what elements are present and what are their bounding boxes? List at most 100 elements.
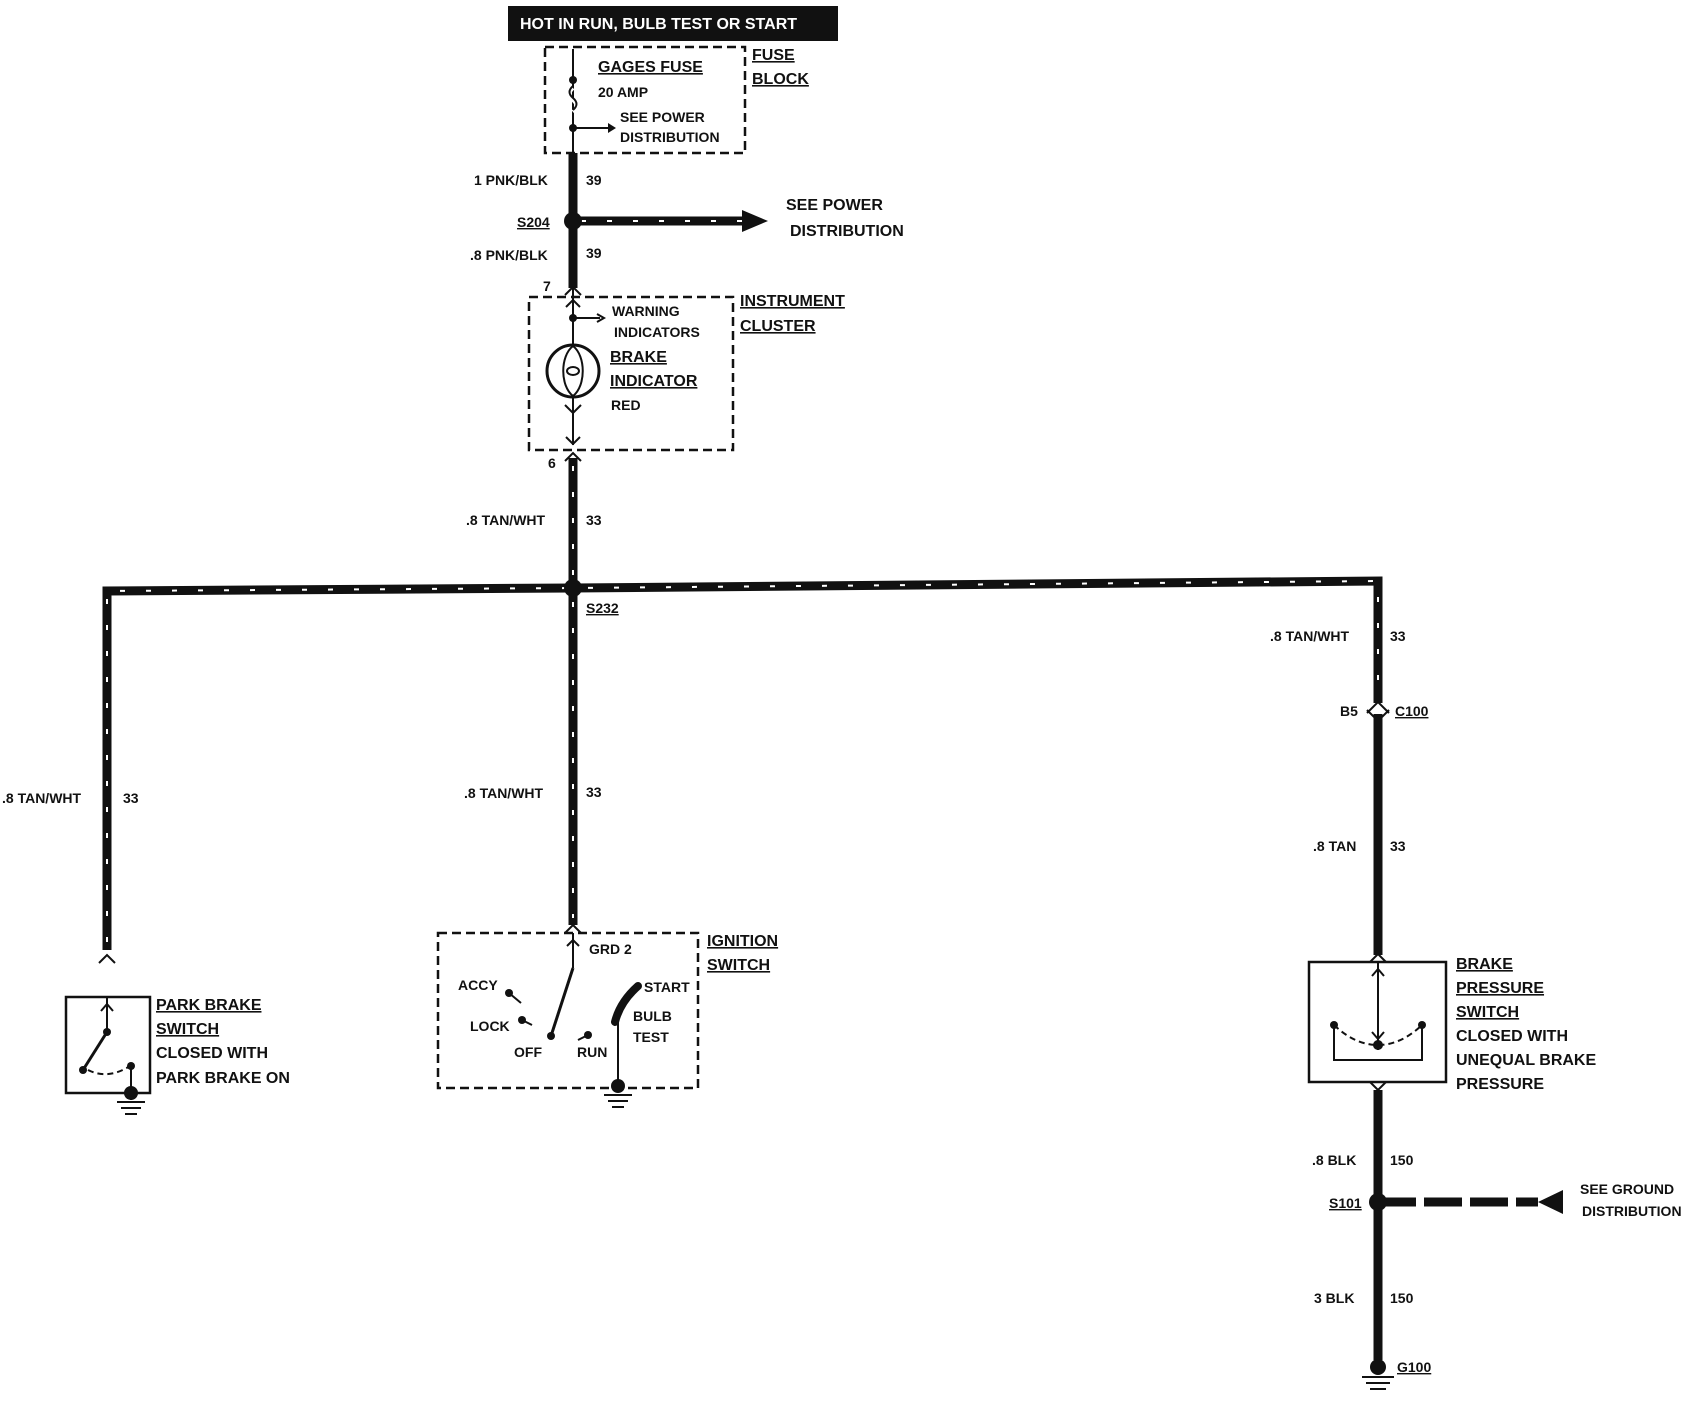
fuse-block-label-1: FUSE bbox=[752, 47, 795, 64]
fuse-see-power-1: SEE POWER bbox=[620, 109, 705, 125]
ignition-pin-grd2: GRD 2 bbox=[589, 941, 632, 957]
hot-in-run-banner bbox=[508, 6, 838, 41]
c100-pin: B5 bbox=[1340, 703, 1358, 719]
wire-middle-size: .8 TAN/WHT bbox=[464, 785, 544, 801]
ignition-switch-label-1: IGNITION bbox=[707, 933, 778, 950]
wire-ground-upper-size: .8 BLK bbox=[1312, 1152, 1356, 1168]
instrument-cluster-label-2: CLUSTER bbox=[740, 318, 816, 335]
gages-fuse-rating: 20 AMP bbox=[598, 84, 648, 100]
ignition-wiper-pivot bbox=[547, 1032, 555, 1040]
brake-pressure-label-3: SWITCH bbox=[1456, 1004, 1519, 1021]
see-power-label-2: DISTRIBUTION bbox=[790, 223, 904, 240]
brake-indicator-label-1: BRAKE bbox=[610, 349, 667, 366]
wire-top-upper-size: 1 PNK/BLK bbox=[474, 172, 548, 188]
wire-left-circuit: 33 bbox=[123, 790, 139, 806]
cluster-internal-arrow-3-icon bbox=[565, 436, 581, 446]
ignition-switch-label-2: SWITCH bbox=[707, 957, 770, 974]
see-power-label-1: SEE POWER bbox=[786, 197, 883, 214]
ignition-lock-lead bbox=[521, 1019, 533, 1026]
g100-ground-icon bbox=[1362, 1376, 1394, 1390]
cluster-internal-arrow-icon bbox=[565, 298, 581, 308]
wire-tan-wht-bus bbox=[102, 576, 1383, 950]
ignition-run-label: RUN bbox=[577, 1044, 607, 1060]
park-brake-travel bbox=[87, 1065, 131, 1076]
fuse-block-label-2: BLOCK bbox=[752, 71, 809, 88]
ignition-arrow-icon bbox=[566, 938, 580, 947]
pressure-switch-arrow-2-icon bbox=[1371, 1031, 1385, 1041]
ignition-off-label: OFF bbox=[514, 1044, 542, 1060]
ignition-start-bar bbox=[611, 982, 642, 1026]
fuse-tap-arrow-icon bbox=[608, 123, 616, 133]
gages-fuse-name: GAGES FUSE bbox=[598, 59, 703, 76]
pressure-switch-shunt bbox=[1333, 1025, 1423, 1061]
c100-connector-top-icon bbox=[1366, 700, 1390, 714]
cluster-pin-6-connector-icon bbox=[564, 451, 582, 462]
pressure-switch-travel bbox=[1333, 1024, 1423, 1047]
ignition-bulb-test-2: TEST bbox=[633, 1029, 669, 1045]
ignition-accy-label: ACCY bbox=[458, 977, 498, 993]
ignition-wiper bbox=[549, 967, 575, 1037]
ignition-switch-box bbox=[436, 931, 700, 1090]
wire-ground-lower-circuit: 150 bbox=[1390, 1290, 1414, 1306]
wire-right-lower-circuit: 33 bbox=[1390, 838, 1406, 854]
park-brake-arrow-icon bbox=[100, 1002, 114, 1012]
ignition-ground-node bbox=[611, 1079, 625, 1093]
brake-pressure-label-2: PRESSURE bbox=[1456, 980, 1544, 997]
pressure-switch-connector-top-icon bbox=[1369, 952, 1387, 963]
ignition-lock-label: LOCK bbox=[470, 1018, 510, 1034]
wire-bus-stripe bbox=[106, 579, 1379, 942]
park-brake-pivot bbox=[79, 1066, 87, 1074]
splice-s204-dot bbox=[564, 212, 582, 230]
brake-indicator-label-2: INDICATOR bbox=[610, 373, 698, 390]
see-ground-arrow-icon bbox=[1538, 1190, 1563, 1214]
ignition-run-lead bbox=[577, 1034, 589, 1041]
hot-in-run-label: HOT IN RUN, BULB TEST OR START bbox=[520, 16, 797, 33]
wire-cluster-out-size: .8 TAN/WHT bbox=[466, 512, 546, 528]
warning-indicators-1: WARNING bbox=[612, 303, 680, 319]
wire-right-upper-size: .8 TAN/WHT bbox=[1270, 628, 1350, 644]
wire-ground-upper-circuit: 150 bbox=[1390, 1152, 1414, 1168]
c100-name: C100 bbox=[1395, 703, 1429, 719]
brake-pressure-label-6: PRESSURE bbox=[1456, 1076, 1544, 1093]
brake-pressure-label-5: UNEQUAL BRAKE bbox=[1456, 1052, 1596, 1069]
bulb-filament-icon bbox=[562, 345, 584, 397]
wire-top-lower-size: .8 PNK/BLK bbox=[470, 247, 548, 263]
pressure-switch-arrow-icon bbox=[1371, 967, 1385, 977]
brake-indicator-bulb-icon bbox=[545, 343, 601, 399]
ignition-bulb-test-1: BULB bbox=[633, 1008, 672, 1024]
wire-top-lower-circuit: 39 bbox=[586, 245, 602, 261]
fuse-block-box bbox=[543, 45, 747, 155]
g100-ground-node bbox=[1370, 1359, 1386, 1375]
bulb-filament-center bbox=[566, 366, 580, 376]
brake-indicator-color: RED bbox=[611, 397, 641, 413]
wire-left-size: .8 TAN/WHT bbox=[2, 790, 82, 806]
park-brake-ground-icon bbox=[117, 1101, 145, 1115]
cluster-pin-7-connector-icon bbox=[564, 285, 582, 296]
splice-s232-label: S232 bbox=[586, 600, 619, 616]
cluster-warning-arrow-icon bbox=[596, 313, 607, 323]
park-brake-ground-node bbox=[124, 1086, 138, 1100]
see-ground-label-2: DISTRIBUTION bbox=[1582, 1203, 1682, 1219]
brake-pressure-label-4: CLOSED WITH bbox=[1456, 1028, 1568, 1045]
cluster-pin-6: 6 bbox=[548, 455, 556, 471]
park-brake-label-4: PARK BRAKE ON bbox=[156, 1070, 290, 1087]
wire-right-upper-circuit: 33 bbox=[1390, 628, 1406, 644]
park-brake-switch-box bbox=[64, 995, 152, 1095]
ignition-connector-icon bbox=[564, 923, 582, 934]
splice-s101-dot bbox=[1369, 1193, 1387, 1211]
wire-middle-circuit: 33 bbox=[586, 784, 602, 800]
splice-s204-label: S204 bbox=[517, 214, 550, 230]
ignition-start-label: START bbox=[644, 979, 690, 995]
warning-indicators-2: INDICATORS bbox=[614, 324, 700, 340]
ignition-ground-icon bbox=[604, 1094, 632, 1108]
wire-top-upper-circuit: 39 bbox=[586, 172, 602, 188]
fuse-node-top bbox=[569, 76, 577, 84]
fuse-symbol bbox=[568, 85, 578, 111]
splice-s101-label: S101 bbox=[1329, 1195, 1362, 1211]
park-brake-label-2: SWITCH bbox=[156, 1021, 219, 1038]
ignition-accy-lead bbox=[508, 992, 522, 1004]
cluster-pin-7: 7 bbox=[543, 278, 551, 294]
park-brake-connector-icon bbox=[98, 953, 116, 964]
cluster-internal-arrow-2-icon bbox=[564, 404, 582, 415]
